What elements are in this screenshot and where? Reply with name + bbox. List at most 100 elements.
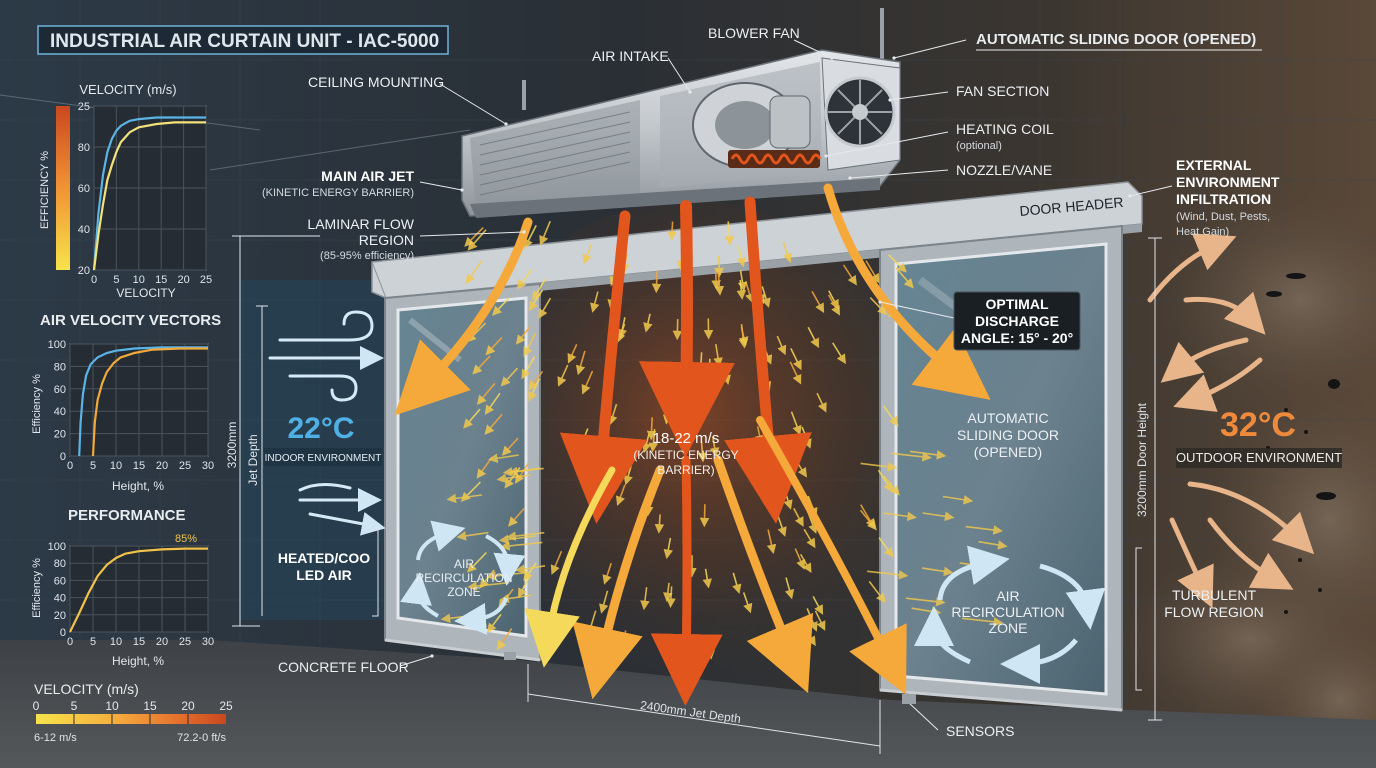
jet-arrow-far-left — [394, 217, 533, 416]
flow-arrow — [508, 508, 525, 527]
flow-arrow — [736, 279, 747, 300]
flow-arrow — [784, 577, 795, 600]
flow-arrow — [484, 392, 501, 415]
flow-arrow — [602, 562, 612, 585]
chart-xtick-label: 10 — [110, 636, 122, 648]
chart-ytick-label: 0 — [60, 627, 66, 639]
optimal-angle-box — [953, 291, 1081, 351]
label-auto-door-mid-3: (OPENED) — [974, 444, 1042, 460]
flow-arrow — [859, 509, 877, 531]
label-auto-door-top: AUTOMATIC SLIDING DOOR (OPENED) — [976, 31, 1256, 48]
flow-arrow — [867, 570, 909, 580]
chart-air-velocity-vectors: AIR VELOCITY VECTORS Efficiency % Height… — [31, 312, 221, 493]
legend-title: VELOCITY (m/s) — [34, 681, 139, 697]
flow-arrow — [732, 572, 742, 595]
right-recirculation-loop — [914, 545, 1106, 684]
flow-arrow — [523, 333, 537, 357]
flow-arrow — [887, 254, 907, 273]
flow-arrow — [799, 553, 812, 574]
left-recirculation-loop — [400, 520, 526, 635]
flow-arrow — [807, 326, 820, 349]
flow-arrow — [484, 413, 503, 435]
sensor-left — [504, 652, 516, 660]
flow-arrow — [736, 246, 746, 268]
label-speed-1: 18-22 m/s — [653, 430, 720, 447]
flow-arrow — [501, 437, 519, 456]
chart-ytick-label: 80 — [54, 558, 66, 570]
label-blower-fan: BLOWER FAN — [708, 25, 800, 41]
chart2-ylabel: Efficiency % — [31, 374, 43, 434]
flow-arrow — [506, 531, 545, 541]
flow-arrow — [790, 347, 802, 371]
flow-arrow — [877, 469, 893, 493]
flow-arrow — [921, 566, 954, 577]
flow-arrow — [882, 405, 899, 427]
flow-arrow — [942, 495, 974, 505]
chart-series-line — [69, 547, 208, 633]
chart-xtick-label: 10 — [110, 460, 122, 472]
legend-tick-label: 25 — [219, 699, 233, 713]
flow-arrow — [666, 586, 676, 608]
ceiling-mounting-rods — [522, 8, 884, 110]
flow-arrow — [965, 525, 1003, 535]
legend-tick-label: 5 — [71, 699, 78, 713]
chart3-annotation: 85% — [175, 533, 197, 545]
flow-arrow — [739, 326, 749, 347]
label-turbulent-2: FLOW REGION — [1164, 604, 1264, 620]
nozzle-vane — [470, 178, 880, 218]
label-external-sub1: (Wind, Dust, Pests, — [1176, 211, 1270, 223]
flow-arrow — [814, 610, 826, 631]
flow-arrow — [539, 220, 551, 246]
chart3-title: PERFORMANCE — [68, 507, 186, 524]
flow-arrow — [491, 297, 510, 316]
flow-arrow — [695, 352, 706, 377]
chart-ytick-label: 20 — [78, 265, 90, 277]
chart-ytick-label: 60 — [54, 384, 66, 396]
label-external-3: INFILTRATION — [1176, 191, 1271, 207]
label-optimal-3: ANGLE: 15° - 20° — [961, 330, 1073, 346]
chart-ytick-label: 0 — [60, 451, 66, 463]
flow-arrow — [463, 408, 481, 429]
flow-arrow — [699, 504, 710, 528]
label-laminar-2: REGION — [359, 232, 414, 248]
outdoor-env-badge — [1176, 448, 1342, 468]
label-recirc-left-2: RECIRCULATION — [415, 571, 512, 585]
flow-arrow — [714, 271, 725, 296]
leader-lines — [399, 39, 1173, 731]
chart-xtick-label: 5 — [90, 636, 96, 648]
legend-right-note: 72.2-0 ft/s — [177, 732, 226, 744]
chart-xtick-label: 30 — [202, 460, 214, 472]
label-nozzle: NOZZLE/VANE — [956, 162, 1052, 178]
flow-arrow — [582, 244, 592, 265]
label-outdoor-env: OUTDOOR ENVIRONMENT — [1176, 450, 1342, 465]
chart-xtick-label: 10 — [133, 274, 145, 286]
flow-arrow — [581, 370, 594, 395]
intake-grille — [470, 100, 640, 210]
label-recirc-right-1: AIR — [996, 588, 1019, 604]
flow-arrow — [869, 297, 888, 316]
chart-ytick-label: 40 — [78, 224, 90, 236]
label-auto-door-mid-1: AUTOMATIC — [967, 410, 1048, 426]
flow-arrow — [446, 493, 483, 504]
flow-arrow — [550, 550, 563, 575]
flow-arrow — [827, 294, 840, 316]
flow-arrow — [782, 241, 793, 264]
flow-arrow — [643, 313, 653, 333]
label-speed-2: (KINETIC ENERGY — [633, 448, 738, 462]
diagram-title: INDUSTRIAL AIR CURTAIN UNIT - IAC-5000 — [50, 31, 439, 52]
label-main-jet: MAIN AIR JET — [321, 168, 414, 184]
chart-ytick-label: 100 — [48, 541, 66, 553]
chart-xtick-label: 20 — [156, 636, 168, 648]
flow-arrow — [466, 551, 487, 573]
flow-arrow — [905, 596, 946, 607]
flow-arrow — [557, 364, 569, 387]
label-recirc-right-2: RECIRCULATION — [951, 604, 1064, 620]
outdoor-temperature: 32°C — [1220, 406, 1296, 444]
chart-xtick-label: 5 — [113, 274, 119, 286]
chart-ytick-label: 25 — [78, 101, 90, 113]
label-optimal-2: DISCHARGE — [975, 313, 1059, 329]
sensor-right — [902, 694, 916, 704]
main-air-jets — [394, 183, 991, 706]
chart-xtick-label: 20 — [177, 274, 189, 286]
chart-series-line — [91, 347, 208, 457]
